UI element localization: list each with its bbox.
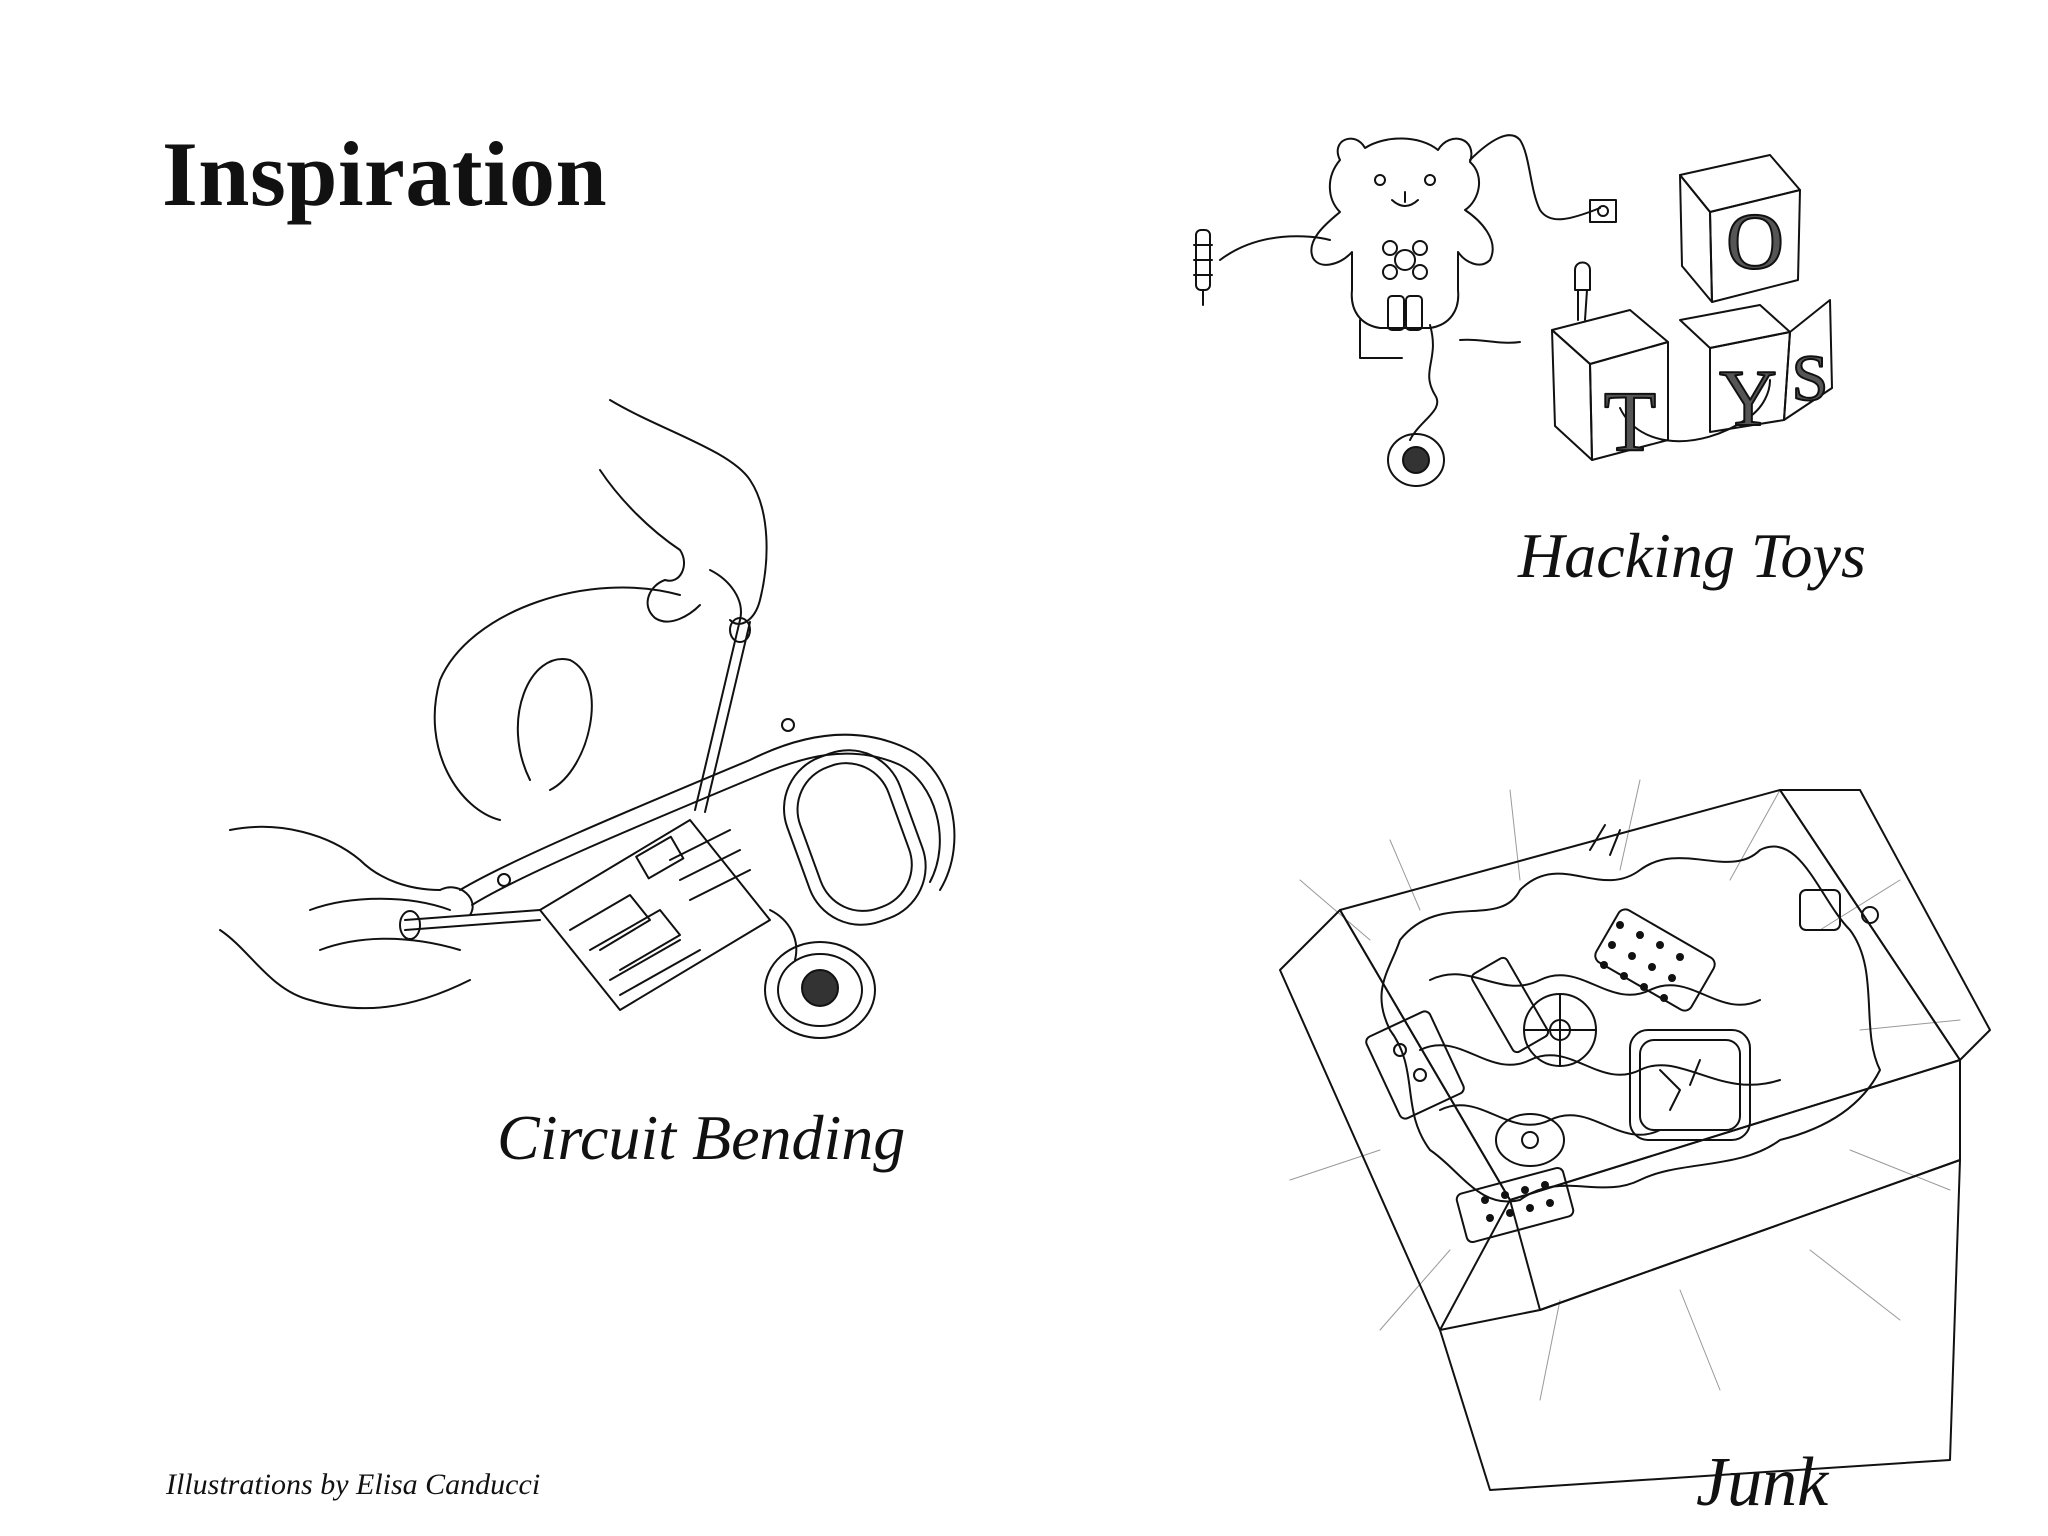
- hand-bottom: [220, 827, 473, 1008]
- probe-bottom: [400, 910, 540, 939]
- block-s: S: [1784, 300, 1832, 420]
- block-t: T: [1552, 310, 1668, 470]
- wires: [1220, 135, 1770, 441]
- coiled-wire: [435, 588, 680, 820]
- toy-casing: [460, 719, 954, 940]
- circuit-bending-illustration: [210, 390, 1010, 1060]
- page-title: Inspiration: [162, 123, 608, 225]
- hacking-toys-caption: Hacking Toys: [1518, 520, 1866, 591]
- svg-text:Y: Y: [1719, 355, 1777, 443]
- speaker-small: [1388, 434, 1444, 486]
- box: [1280, 790, 1990, 1490]
- block-o: O: [1680, 155, 1800, 302]
- led: [1575, 263, 1590, 321]
- circuit-board: [540, 820, 770, 1010]
- switch: [1590, 200, 1616, 222]
- sheep-toy: [1311, 138, 1492, 358]
- probe-top: [695, 618, 750, 812]
- svg-text:O: O: [1726, 198, 1784, 286]
- block-y: Y: [1680, 305, 1790, 444]
- circuit-bending-caption: Circuit Bending: [497, 1102, 906, 1173]
- junk-contents: [1364, 825, 1880, 1243]
- hacking-toys-illustration: O T Y S: [1180, 120, 1840, 550]
- speaker: [765, 910, 875, 1038]
- junk-illustration: [1260, 730, 2000, 1490]
- hand-top: [600, 400, 767, 624]
- probe-left: [1194, 230, 1212, 305]
- svg-text:S: S: [1792, 342, 1829, 415]
- svg-text:T: T: [1604, 373, 1657, 469]
- illustration-credit: Illustrations by Elisa Canducci: [166, 1468, 541, 1501]
- junk-caption: Junk: [1696, 1444, 1829, 1521]
- rays: [1290, 780, 1960, 1400]
